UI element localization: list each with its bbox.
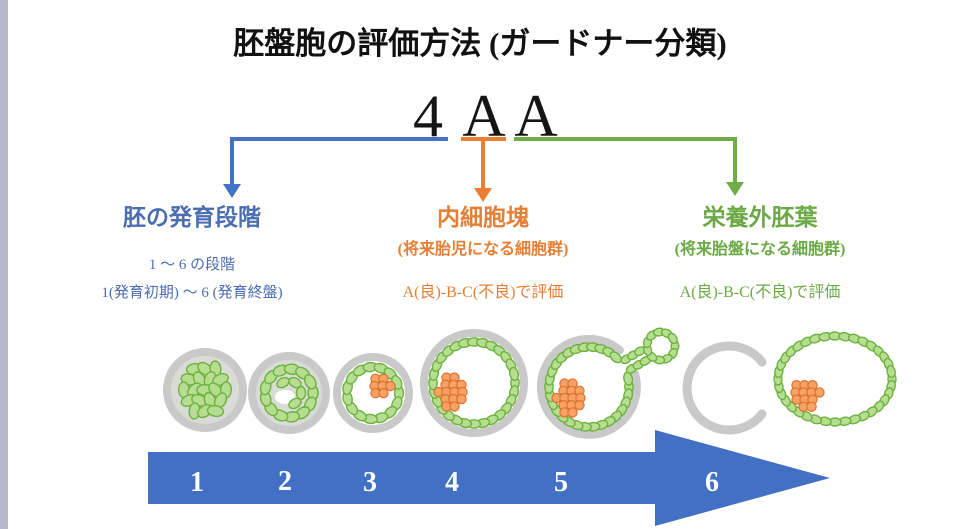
trophectoderm-cell [206,404,225,418]
inner-cell-mass-cell [456,394,467,405]
inner-cell-mass-cell [378,388,389,399]
expansion-heading: 胚の発育段階 [123,205,261,230]
te-heading: 栄養外胚葉 [702,205,818,230]
embryo-stage-6 [682,331,897,435]
grade-icm-value: A [462,83,505,149]
trophectoderm-cell [288,376,302,389]
trophectoderm-cell [667,332,678,345]
slide-title: 胚盤胞の評価方法 (ガードナー分類) [233,26,727,61]
trophectoderm-cell [886,364,896,379]
stage-label-3: 3 [363,467,377,498]
embryo-stage-4 [420,329,528,437]
embryo-stage-3 [333,353,413,433]
embryo-stage-illustrations [163,327,897,439]
expansion-arrowhead [223,184,241,198]
te-arrowhead [726,182,744,196]
blastocoel-cavity [275,390,295,404]
slide-edge-bar [0,0,8,529]
trophectoderm-cell [303,374,317,390]
grade-expansion-value: 4 [413,83,443,149]
inner-cell-mass-cell [814,387,825,398]
inner-cell-mass-cell [385,380,396,392]
inner-cell-mass-cell [574,400,585,411]
zona-pellucida [682,341,767,435]
expansion-scale: 1 〜 6 の段階 [148,257,236,273]
stage-progress-arrow: 1 2 3 4 5 6 [148,430,830,526]
trophectoderm-cell [508,366,520,382]
zona-pellucida [536,334,641,439]
expansion-connector-arrow [223,137,448,198]
icm-heading: 内細胞塊 [437,205,529,230]
icm-note: (将来胎児になる細胞群) [397,241,569,258]
icm-arrowhead [474,188,492,202]
zona-pellucida [420,329,528,437]
progress-arrow-shape [148,430,830,526]
te-connector-arrow [514,137,744,196]
stage-label-1: 1 [190,467,204,498]
inner-cell-mass-cell [567,407,578,418]
icm-scale: A(良)-B-C(不良)で評価 [402,284,564,301]
embryo-stage-5 [536,327,680,439]
stage-label-2: 2 [278,466,292,497]
inner-cell-mass-cell [449,401,460,412]
expansion-range: 1(発育初期) 〜 6 (発育終盤) [101,285,283,301]
te-scale: A(良)-B-C(不良)で評価 [679,284,841,301]
te-note: (将来胎盤になる細胞群) [674,241,846,258]
icm-connector-line [461,137,506,190]
trophectoderm-cell [288,397,302,410]
embryo-stage-1 [163,348,247,432]
stage-label-5: 5 [554,467,568,498]
stage-label-4: 4 [445,467,459,498]
grade-te-value: A [514,83,557,149]
icm-connector-arrow [461,137,506,202]
inner-cell-mass-cell [806,401,817,412]
te-connector-line [514,137,737,184]
stage-label-6: 6 [705,467,719,498]
trophectoderm-cell [295,385,307,401]
expansion-connector-line [230,137,448,186]
embryo-stage-2 [248,352,330,434]
